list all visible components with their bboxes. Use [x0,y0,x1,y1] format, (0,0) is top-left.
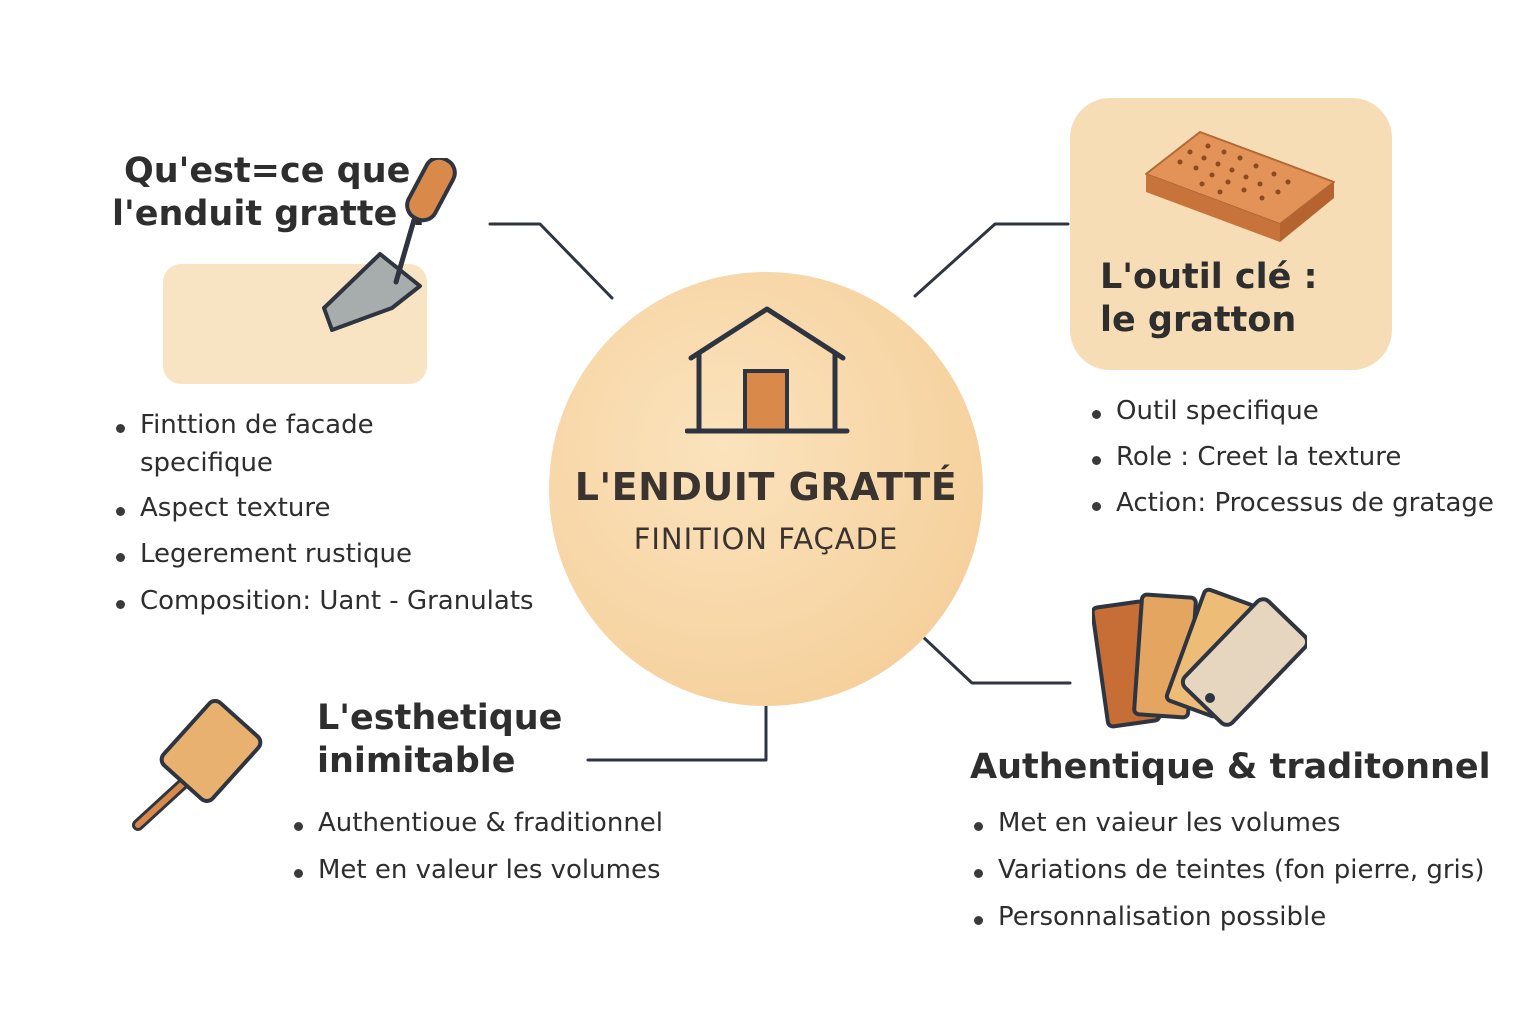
list-item: Finttion de facade [114,410,534,448]
title-line-1: L'esthetique [317,698,563,738]
gratton-tool-icon [1145,131,1335,242]
center-node [549,272,983,706]
connector-bottom-right [903,618,1072,685]
section-definition-title: Qu'est=ce que l'enduit gratte ? [112,150,430,235]
list-item: Outil specifique [1090,396,1494,442]
tool-list: Outil specifique Role : Creet la texture… [1090,396,1494,534]
section-aesthetic-title: L'esthetique inimitable [317,697,562,782]
list-item: Met en valeur les volumes [292,855,663,902]
trowel-icon [322,158,457,332]
list-item: Role : Creet la texture [1090,442,1494,488]
section-tool-title: L'outil clé : le gratton [1100,256,1318,341]
definition-list: Finttion de facade specifique Aspect tex… [114,410,534,626]
connector-top-left [488,222,614,300]
connector-top-right [913,222,1070,298]
list-item: Personnalisation possible [972,902,1484,949]
aesthetic-list: Authentioue & fraditionnel Met en valeur… [292,808,663,902]
list-item: Composition: Uant - Granulats [114,586,534,626]
list-item: Action: Processus de gratage [1090,488,1494,534]
list-item: Aspect texture [114,493,534,539]
authentic-list: Met en vaieur les volumes Variations de … [972,808,1484,949]
title-line-1: Qu'est=ce que [124,151,411,191]
list-item: Legerement rustique [114,539,534,586]
color-swatches-icon [1092,587,1307,729]
center-subtitle: FINITION FAÇADE [633,522,899,556]
list-item: specifique [140,448,273,478]
list-item: Variations de teintes (fon pierre, gris) [972,855,1484,902]
list-item: Authentioue & fraditionnel [292,808,663,855]
list-item: Met en vaieur les volumes [972,808,1484,855]
title-line-1: L'outil clé : [1100,257,1318,297]
house-icon [685,306,850,434]
float-tool-icon [132,699,263,831]
title-line-2: inimitable [317,740,516,781]
center-title: L'ENDUIT GRATTÉ [574,465,958,509]
title-line-2: l'enduit gratte ? [112,193,430,234]
section-authentic-title: Authentique & traditonnel [970,747,1491,787]
title-line-2: le gratton [1100,299,1297,340]
